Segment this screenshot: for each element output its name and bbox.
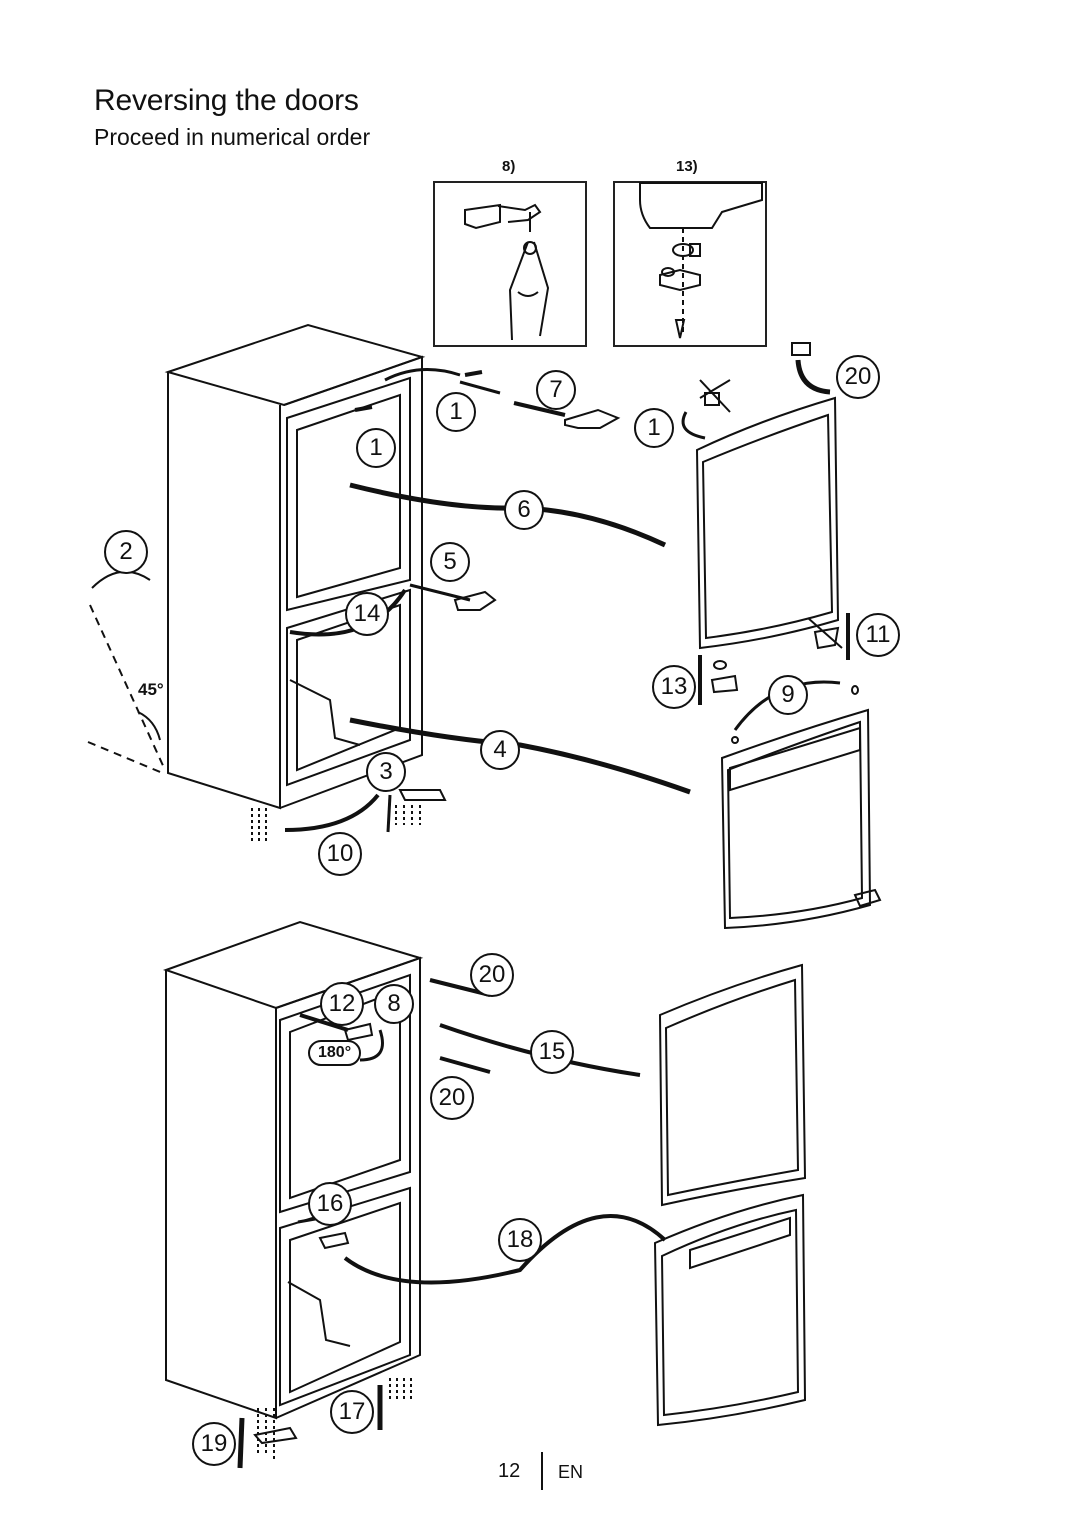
step-8-badge: 8: [374, 984, 414, 1024]
step-14-badge: 14: [345, 592, 389, 636]
tilt-angle-label: 45°: [138, 680, 164, 699]
step-3-badge: 3: [366, 752, 406, 792]
hinge-pin-icon: [639, 182, 763, 339]
step-18-badge: 18: [498, 1218, 542, 1262]
step-1-badge-c: 1: [634, 408, 674, 448]
footer-divider: [541, 1452, 543, 1490]
step-19-badge: 19: [192, 1422, 236, 1466]
step-6-badge: 6: [504, 490, 544, 530]
top-hinge-parts: [354, 342, 811, 611]
step-11-badge: 11: [856, 613, 900, 657]
step-17-badge: 17: [330, 1390, 374, 1434]
upper-fridge-cabinet: [164, 323, 426, 810]
step-16-badge: 16: [308, 1182, 352, 1226]
inset-label-8: 8): [502, 158, 516, 175]
lower-hinge-parts: [253, 1022, 412, 1462]
step-20-badge-b: 20: [470, 953, 514, 997]
step-4-badge: 4: [480, 730, 520, 770]
inset-pliers-box: [433, 181, 587, 347]
upper-door-panel: [695, 396, 843, 650]
page-subtitle: Proceed in numerical order: [94, 124, 371, 150]
step-2-badge: 2: [104, 530, 148, 574]
step-7-badge: 7: [536, 370, 576, 410]
pliers-icon: [464, 203, 550, 341]
page-number: 12: [498, 1460, 521, 1482]
step-1-badge-b: 1: [356, 428, 396, 468]
step-10-badge: 10: [318, 832, 362, 876]
tilt-guide: [87, 604, 166, 775]
middle-hinge-parts: [710, 626, 859, 744]
foot-screws-icon: [251, 789, 447, 842]
step-13-badge: 13: [652, 665, 696, 709]
lower-door-panel: [720, 708, 882, 930]
step-12-badge: 12: [320, 982, 364, 1026]
step-20-badge-c: 20: [430, 1076, 474, 1120]
step-9-badge: 9: [768, 675, 808, 715]
language-code: EN: [558, 1462, 584, 1482]
page-title: Reversing the doors: [94, 84, 359, 117]
step-1-badge-a: 1: [436, 392, 476, 432]
inset-hinge-box: [613, 181, 767, 347]
reversed-doors-panel: [653, 963, 807, 1427]
step-20-badge-a: 20: [836, 355, 880, 399]
rotate-angle-label: 180°: [308, 1040, 362, 1066]
step-15-badge: 15: [530, 1030, 574, 1074]
step-5-badge: 5: [430, 542, 470, 582]
inset-label-13: 13): [676, 158, 698, 175]
